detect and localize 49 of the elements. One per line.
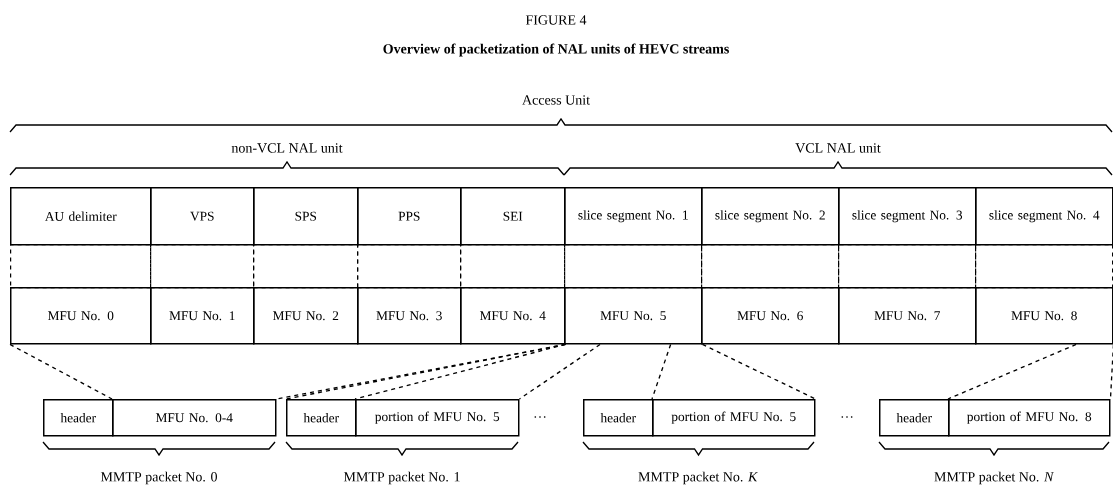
table-cell: MFU No. 0: [10, 287, 152, 345]
packet-field: header: [286, 399, 357, 437]
table-cell: VPS: [150, 187, 255, 246]
table-cell: PPS: [357, 187, 462, 246]
empty-cell: [10, 244, 152, 289]
dashed-line: [354, 343, 567, 400]
empty-cell: [357, 244, 462, 289]
packet-field: portion of MFU No. 8: [948, 399, 1111, 437]
brace-label: Access Unit: [522, 95, 590, 105]
table-cell: MFU No. 8: [975, 287, 1113, 345]
packet-field: portion of MFU No. 5: [652, 399, 816, 437]
packet-field: header: [43, 399, 114, 437]
packet-field: header: [879, 399, 950, 437]
dashed-line: [651, 343, 672, 400]
table-cell: SEI: [460, 187, 566, 246]
table-cell: MFU No. 7: [838, 287, 977, 345]
table-cell: slice segment No. 3: [838, 187, 977, 246]
packet-field: MFU No. 0-4: [112, 399, 277, 437]
table-cell: slice segment No. 2: [701, 187, 840, 246]
empty-cell: [564, 244, 703, 289]
table-cell: MFU No. 2: [253, 287, 359, 345]
table-cell: AU delimiter: [10, 187, 152, 246]
brace-label: VCL NAL unit: [795, 143, 881, 153]
packet-field: portion of MFU No. 5: [355, 399, 520, 437]
table-cell: MFU No. 1: [150, 287, 255, 345]
brace-label: MMTP packet No. 1: [343, 471, 460, 485]
empty-cell: [150, 244, 255, 289]
empty-cell: [838, 244, 977, 289]
figure-label: FIGURE 4: [525, 15, 587, 25]
dashed-line: [947, 343, 1077, 400]
table-cell: MFU No. 4: [460, 287, 566, 345]
table-cell: SPS: [253, 187, 359, 246]
table-cell: MFU No. 6: [701, 287, 840, 345]
brace-label: MMTP packet No. 0: [100, 471, 217, 485]
table-cell: MFU No. 5: [564, 287, 703, 345]
dashed-line: [701, 343, 817, 400]
dashed-line: [9, 343, 113, 400]
brace-label: MMTP packet No. K: [638, 471, 758, 485]
dashed-line: [518, 343, 601, 400]
brace-label: MMTP packet No. N: [934, 471, 1054, 485]
packet-field: header: [583, 399, 654, 437]
brace-label: non-VCL NAL unit: [231, 143, 343, 153]
table-cell: MFU No. 3: [357, 287, 462, 345]
ellipsis: …: [841, 416, 853, 418]
title: Overview of packetization of NAL units of HEVC streams: [383, 43, 729, 57]
table-cell: slice segment No. 4: [975, 187, 1113, 246]
table-cell: slice segment No. 1: [564, 187, 703, 246]
ellipsis: …: [534, 416, 546, 418]
empty-cell: [701, 244, 840, 289]
